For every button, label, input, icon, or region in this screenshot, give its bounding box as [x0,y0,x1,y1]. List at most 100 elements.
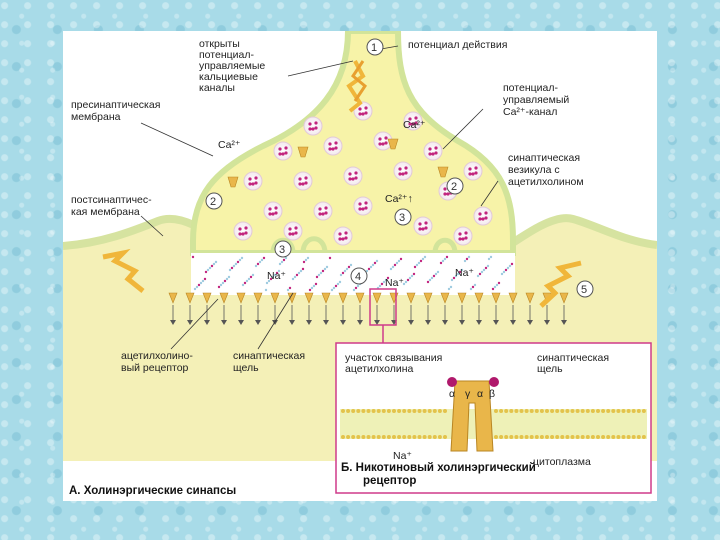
lipid-head [367,409,371,413]
lipid-head [377,435,381,439]
cleft-molecule [194,288,196,290]
synaptic-vesicle [264,202,282,220]
cleft-molecule [418,262,420,264]
cleft-molecule [298,272,300,274]
lipid-head [611,409,615,413]
marker-2-left: 2 [206,193,222,209]
acetylcholine-dot [288,227,291,230]
vesicle-membrane [414,217,432,235]
lipid-head [392,409,396,413]
lipid-head [494,435,498,439]
acetylcholine-dot [308,127,311,130]
acetylcholine-dot [474,171,477,174]
lipid-head [642,435,646,439]
lipid-head [392,435,396,439]
acetylcholine-dot [254,176,257,179]
lipid-head [616,435,620,439]
cleft-molecule [207,269,209,271]
lipid-head [565,409,569,413]
cleft-molecule [233,265,235,267]
acetylcholine-dot [334,146,337,149]
cleft-molecule [237,261,239,263]
acetylcholine-dot [348,177,351,180]
acetylcholine-dot [404,166,407,169]
cleft-molecule [213,263,215,265]
lipid-head [530,435,534,439]
acetylcholine-dot [398,167,401,170]
acetylcholine-dot [298,177,301,180]
acetylcholine-dot [274,206,277,209]
cleft-molecule [483,269,485,271]
acetylcholine-dot [361,112,364,115]
cleft-molecule [231,267,233,269]
marker-number: 4 [355,271,361,283]
lipid-head [499,435,503,439]
cleft-molecule [485,267,487,269]
lipid-head [397,435,401,439]
cleft-molecule [235,263,237,265]
marker-5: 5 [577,281,593,297]
caption-a: А. Холинэргические синапсы [69,485,236,497]
acetylcholine-dot [278,147,281,150]
cleft-molecule [228,276,230,278]
lipid-head [509,435,513,439]
acetylcholine-dot [244,231,247,234]
cleft-molecule [289,287,291,289]
acetylcholine-dot [348,172,351,175]
lipid-head [367,435,371,439]
cleft-molecule [353,289,355,291]
lipid-head [520,409,524,413]
acetylcholine-dot [378,142,381,145]
synaptic-vesicle [304,117,322,135]
lipid-head [423,435,427,439]
marker-number: 5 [581,284,587,296]
cleft-molecule [326,266,328,268]
cleft-molecule [344,270,346,272]
cleft-molecule [498,282,500,284]
cleft-molecule [370,266,372,268]
cleft-molecule [337,283,339,285]
vesicle-membrane [354,197,372,215]
marker-4: 4 [351,268,367,284]
cleft-molecule [405,281,407,283]
cleft-molecule [250,276,252,278]
cleft-molecule [503,271,505,273]
lipid-head [637,435,641,439]
cleft-molecule [246,280,248,282]
acetylcholine-dot [364,206,367,209]
lipid-head [591,409,595,413]
synaptic-vesicle [284,222,302,240]
ca-channel-label: управляемый [503,94,569,106]
acetylcholine-dot [288,232,291,235]
cleft-molecule [442,260,444,262]
acetylcholine-dot [244,226,247,229]
cleft-molecule [294,276,296,278]
cleft-molecule [427,281,429,283]
cleft-molecule [411,275,413,277]
cleft-molecule [487,265,489,267]
lipid-head [356,409,360,413]
cleft-molecule [229,269,231,271]
lipid-head [525,435,529,439]
cleft-molecule [255,265,257,267]
lipid-head [560,409,564,413]
acetylcholine-dot [434,151,437,154]
synaptic-vesicle [294,172,312,190]
cleft-molecule [414,266,416,268]
lipid-head [346,435,350,439]
lipid-head [535,435,539,439]
lipid-head [387,435,391,439]
vesicle-membrane [454,227,472,245]
lipid-head [423,409,427,413]
acetylcholine-dot [381,142,384,145]
acetylcholine-dot [351,177,354,180]
marker-number: 3 [399,212,405,224]
lipid-head [504,435,508,439]
cleft-molecule [429,279,431,281]
acetylcholine-dot [284,146,287,149]
lipid-head [397,409,401,413]
vesicle-membrane [314,202,332,220]
acetylcholine-dot [311,127,314,130]
acetylcholine-dot [384,136,387,139]
lipid-head [591,435,595,439]
